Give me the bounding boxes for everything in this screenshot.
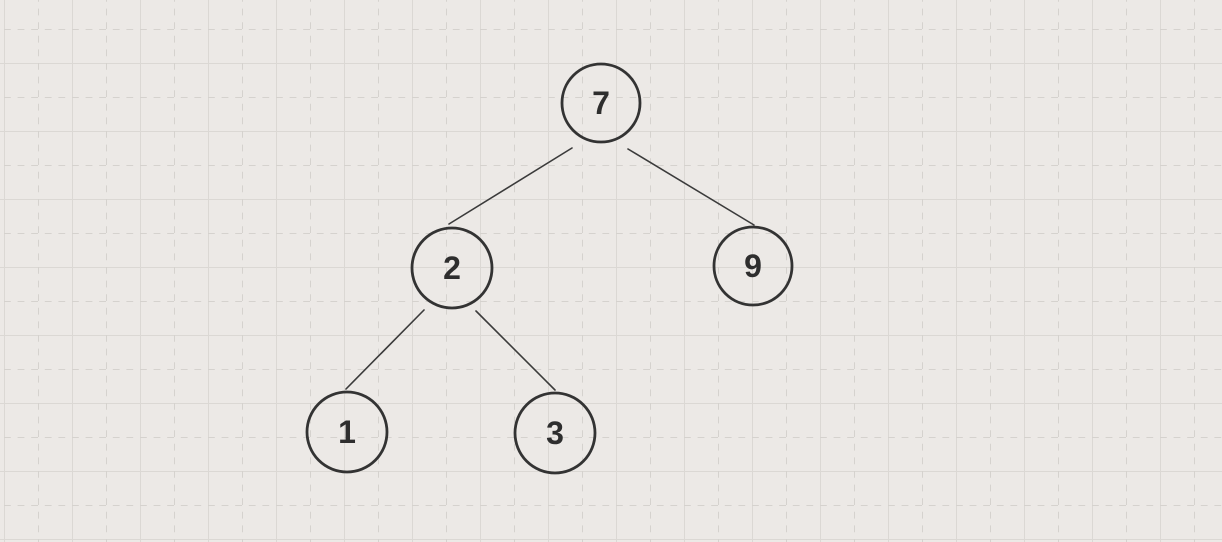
tree-node-3[interactable]: 3 xyxy=(513,391,597,475)
tree-edges xyxy=(345,147,755,391)
node-label: 2 xyxy=(443,250,461,286)
node-label: 7 xyxy=(592,85,610,121)
node-circle xyxy=(410,226,494,310)
node-circle xyxy=(560,62,642,144)
edge-7-9[interactable] xyxy=(627,148,755,226)
tree-node-9[interactable]: 9 xyxy=(712,225,794,307)
edge-2-3[interactable] xyxy=(475,310,556,391)
node-circle xyxy=(513,391,597,475)
tree-node-2[interactable]: 2 xyxy=(410,226,494,310)
node-label: 9 xyxy=(744,248,762,284)
node-label: 3 xyxy=(546,415,564,451)
edge-7-2[interactable] xyxy=(448,147,573,225)
tree-node-1[interactable]: 1 xyxy=(305,390,389,474)
edge-2-1[interactable] xyxy=(345,309,425,390)
tree-node-7[interactable]: 7 xyxy=(560,62,642,144)
node-circle xyxy=(305,390,389,474)
node-circle xyxy=(712,225,794,307)
node-label: 1 xyxy=(338,414,356,450)
